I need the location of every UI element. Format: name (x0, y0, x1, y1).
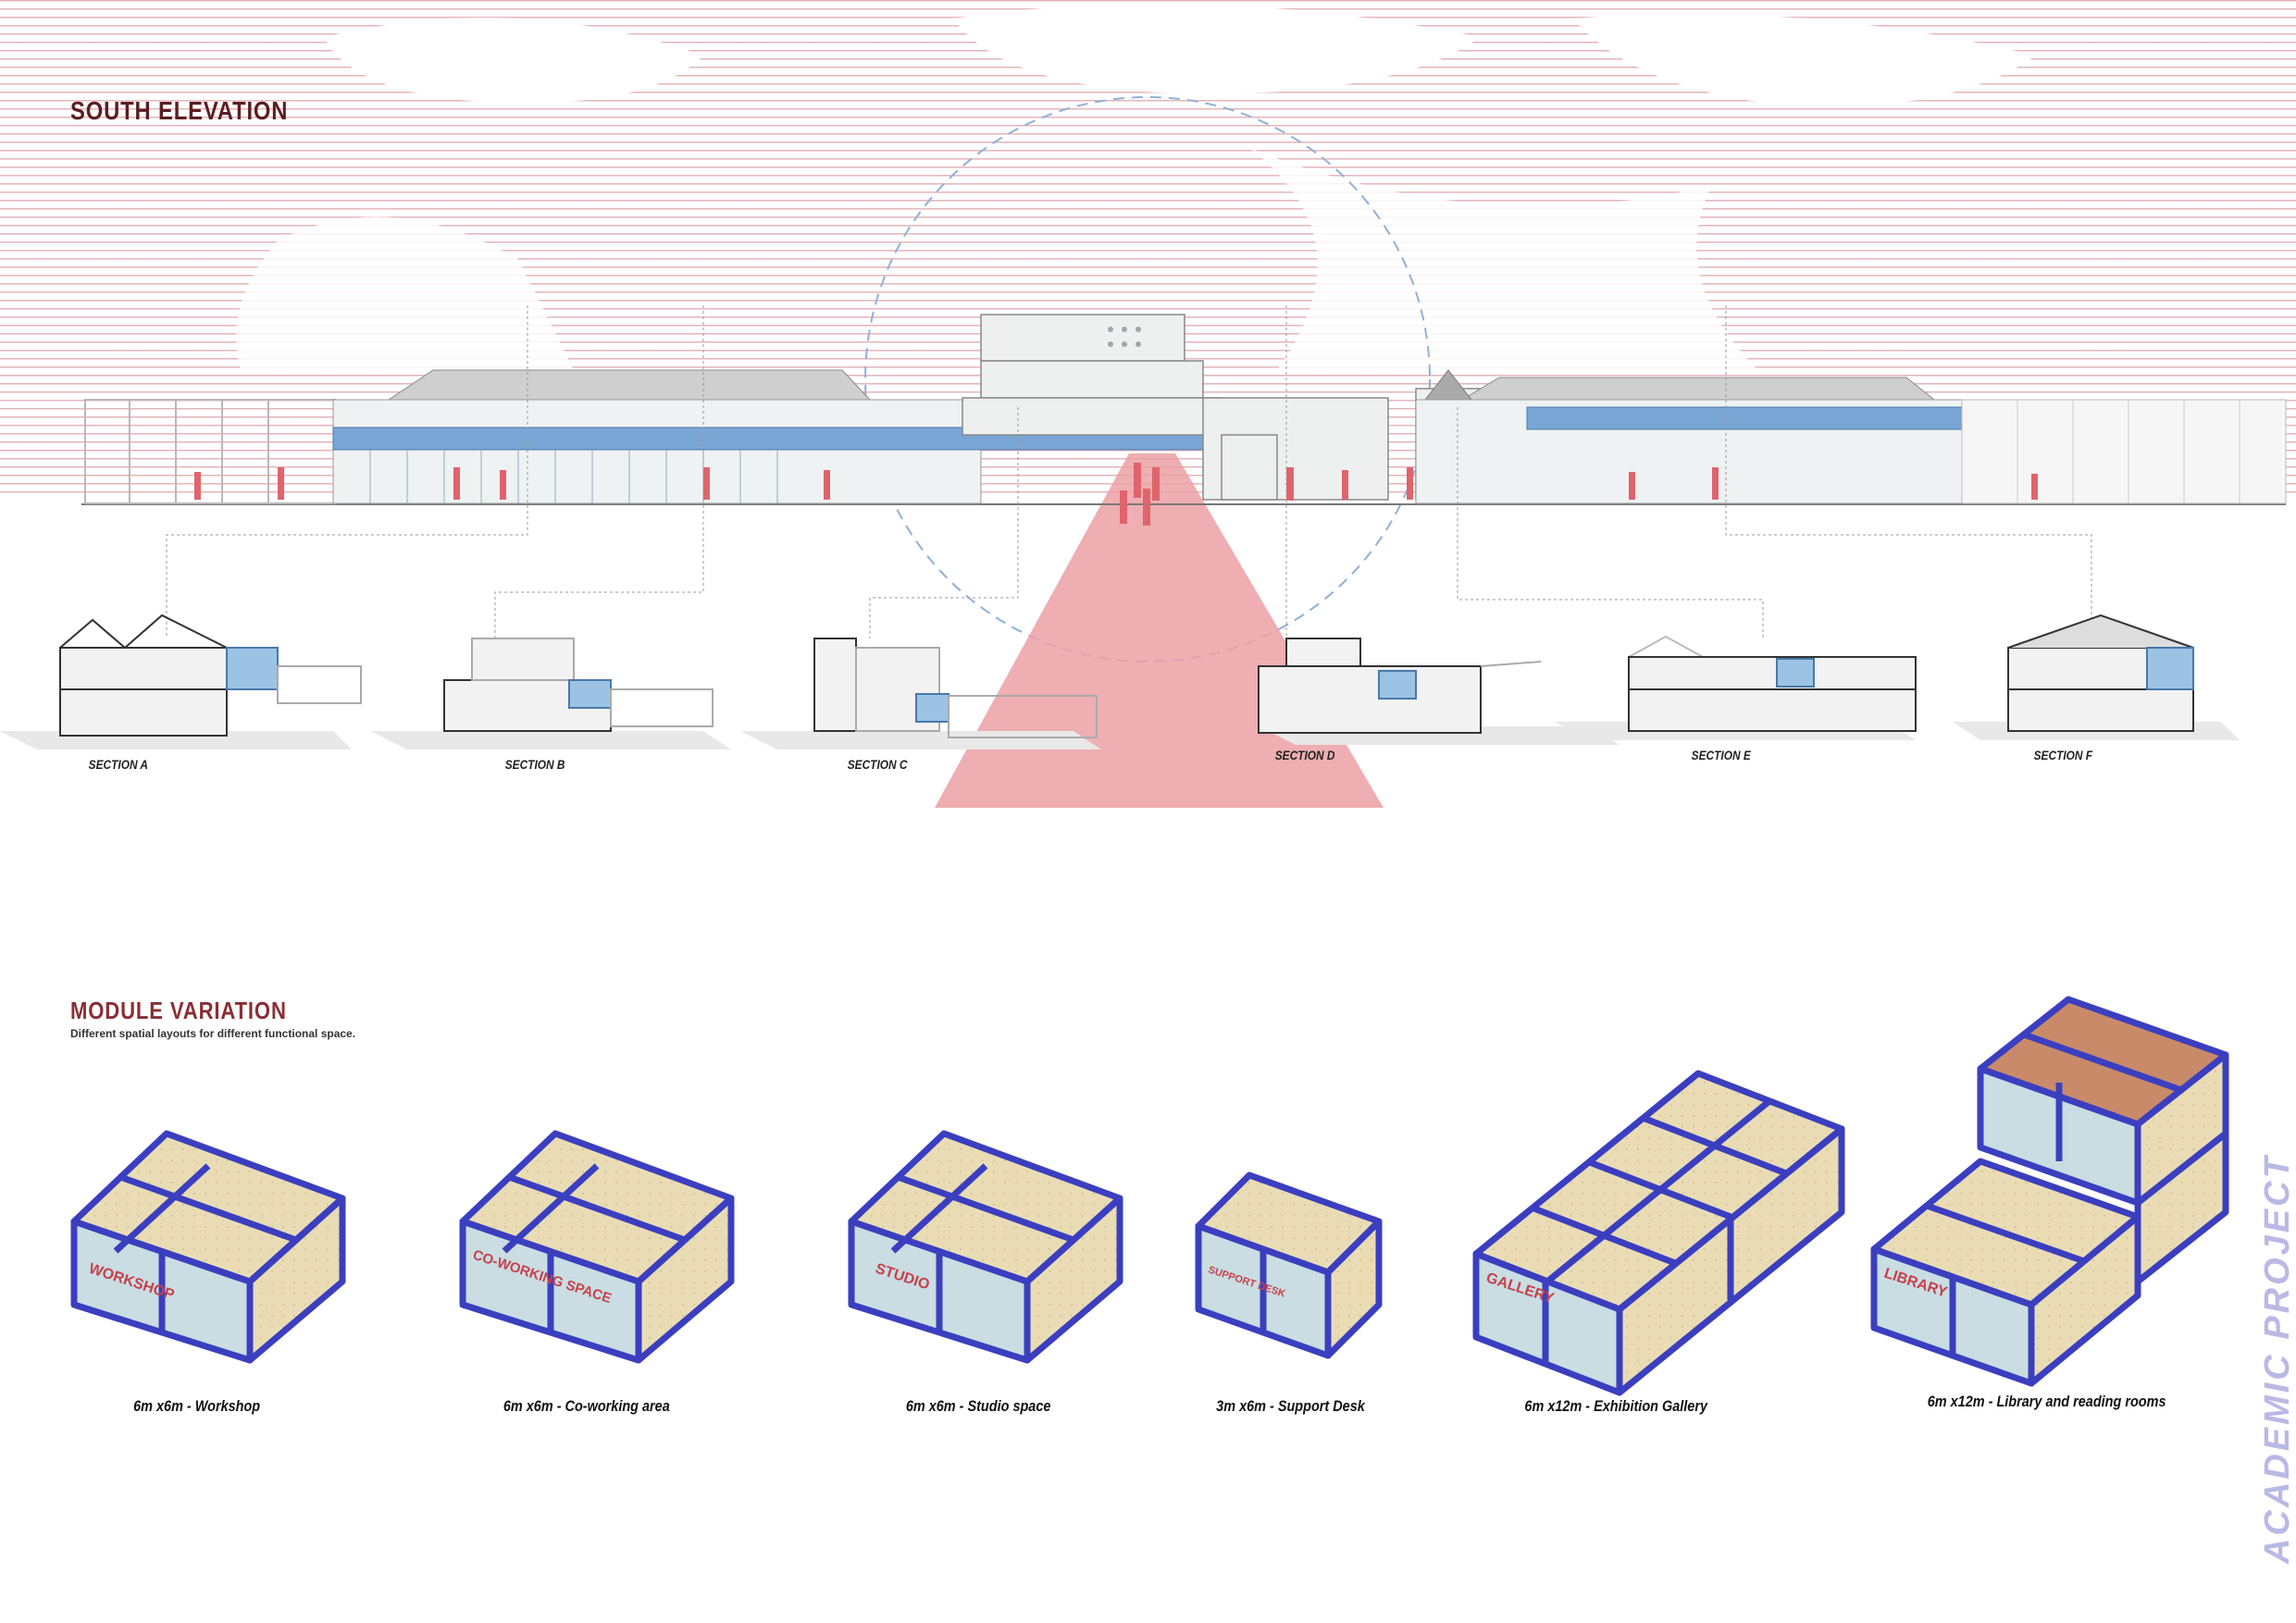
section-leaders (166, 305, 2092, 638)
module-library (1870, 996, 2229, 1387)
module-workshop (70, 1130, 346, 1364)
cloud-masks (0, 4, 2296, 518)
section-a-label: SECTION A (88, 757, 149, 772)
section-c-label: SECTION C (847, 757, 908, 772)
section-f (1953, 613, 2240, 740)
section-drawings (0, 613, 2240, 750)
academic-project-watermark: ACADEMIC PROJECT (2258, 1154, 2296, 1564)
focus-circle (864, 96, 1431, 663)
left-wing (332, 399, 982, 504)
section-f-label: SECTION F (2033, 748, 2093, 762)
section-c (740, 638, 1101, 750)
section-e (1555, 635, 1917, 740)
section-b-label: SECTION B (504, 757, 565, 772)
section-b (370, 638, 731, 750)
module-label-library: 6m x12m - Library and reading rooms (1927, 1393, 2166, 1410)
people-figures (194, 463, 2038, 526)
right-glass-wing (1961, 399, 2287, 504)
module-label-coworking: 6m x6m - Co-working area (503, 1397, 670, 1415)
module-studio (848, 1130, 1123, 1364)
section-e-label: SECTION E (1691, 748, 1751, 762)
module-coworking (459, 1130, 735, 1364)
module-label-gallery: 6m x12m - Exhibition Gallery (1524, 1397, 1707, 1415)
section-d (1258, 638, 1620, 745)
module-variation-title: MODULE VARIATION (70, 997, 287, 1024)
module-label-workshop: 6m x6m - Workshop (133, 1397, 261, 1415)
module-support-desk (1195, 1171, 1383, 1359)
blue-walkway-right (1526, 406, 1963, 430)
module-label-studio: 6m x6m - Studio space (905, 1397, 1051, 1415)
module-label-support-desk: 3m x6m - Support Desk (1216, 1397, 1365, 1415)
module-gallery (1472, 1070, 1845, 1396)
south-elevation-title: SOUTH ELEVATION (70, 96, 289, 125)
section-d-label: SECTION D (1274, 748, 1335, 762)
module-variation-subtitle: Different spatial layouts for different … (70, 1027, 356, 1040)
south-elevation-drawing (81, 96, 2287, 808)
section-a (0, 613, 362, 750)
